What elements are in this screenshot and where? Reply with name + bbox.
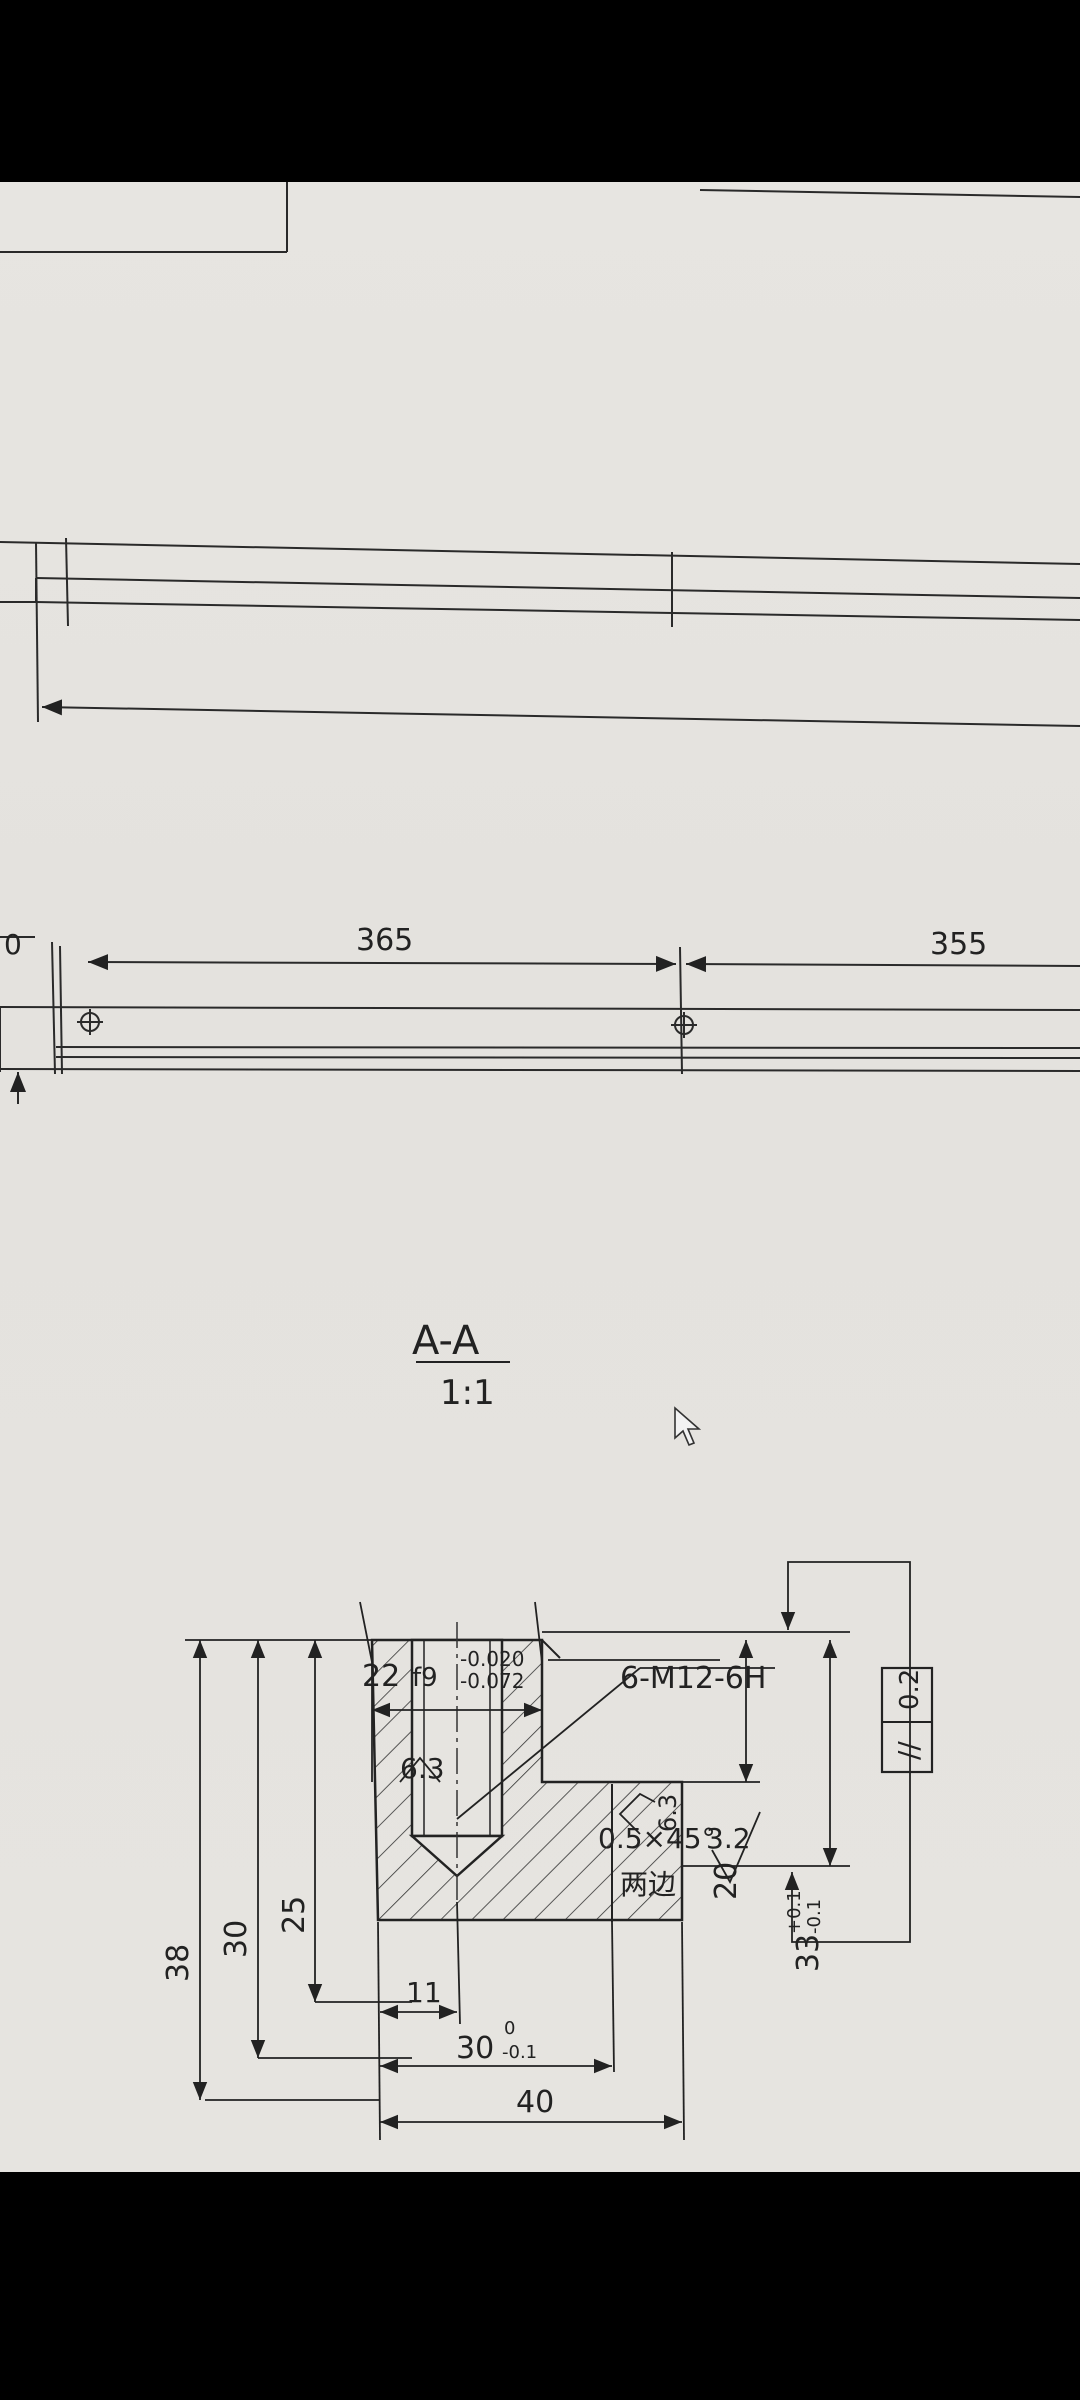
dim-33-lower: -0.1 (804, 1899, 825, 1934)
roughness-side: 6.3 (654, 1794, 682, 1832)
dim-25: 25 (277, 1896, 312, 1934)
dim-30-upper: 0 (504, 2018, 515, 2039)
technical-drawing: 0 365 355 A-A 1:1 (0, 182, 1080, 2141)
chamfer: 0.5×45° (598, 1822, 716, 1855)
dim-30-v: 30 (219, 1920, 254, 1958)
dim-40: 40 (516, 2085, 554, 2120)
dim-30-h: 30 (456, 2031, 494, 2066)
dim-left-partial: 0 (4, 928, 22, 961)
dim-30-lower: -0.1 (502, 2042, 537, 2063)
parallelism-symbol: // (892, 1741, 925, 1760)
width-tol-upper: -0.020 (460, 1647, 524, 1671)
chamfer-note: 两边 (620, 1868, 676, 1901)
rail-view-upper (0, 537, 1080, 727)
rail-view-lower (0, 936, 1080, 1104)
roughness-top: 6.3 (400, 1752, 445, 1785)
dim-365: 365 (356, 923, 413, 958)
section-title: A-A (412, 1318, 480, 1364)
width-tol-lower: -0.072 (460, 1669, 524, 1693)
dim-33-base: 33 (791, 1934, 826, 1972)
drawing-sheet: 0 365 355 A-A 1:1 (0, 182, 1080, 2172)
section-dimensions (185, 1561, 934, 2141)
cursor-icon (674, 1406, 702, 1447)
thread-callout: 6-M12-6H (620, 1661, 766, 1696)
dim-33-upper: +0.1 (784, 1890, 805, 1934)
dim-355: 355 (930, 927, 987, 962)
title-block-frame (0, 182, 1080, 253)
width-fit: f9 (412, 1663, 438, 1693)
section-scale: 1:1 (440, 1373, 495, 1413)
roughness-step: 3.2 (706, 1822, 751, 1855)
parallelism-value: 0.2 (895, 1669, 925, 1710)
dim-11: 11 (406, 1976, 442, 2009)
section-label: A-A 1:1 (412, 1318, 510, 1413)
dim-20: 20 (709, 1862, 744, 1900)
dim-38: 38 (161, 1944, 196, 1982)
width-dim: 22 (362, 1659, 400, 1694)
